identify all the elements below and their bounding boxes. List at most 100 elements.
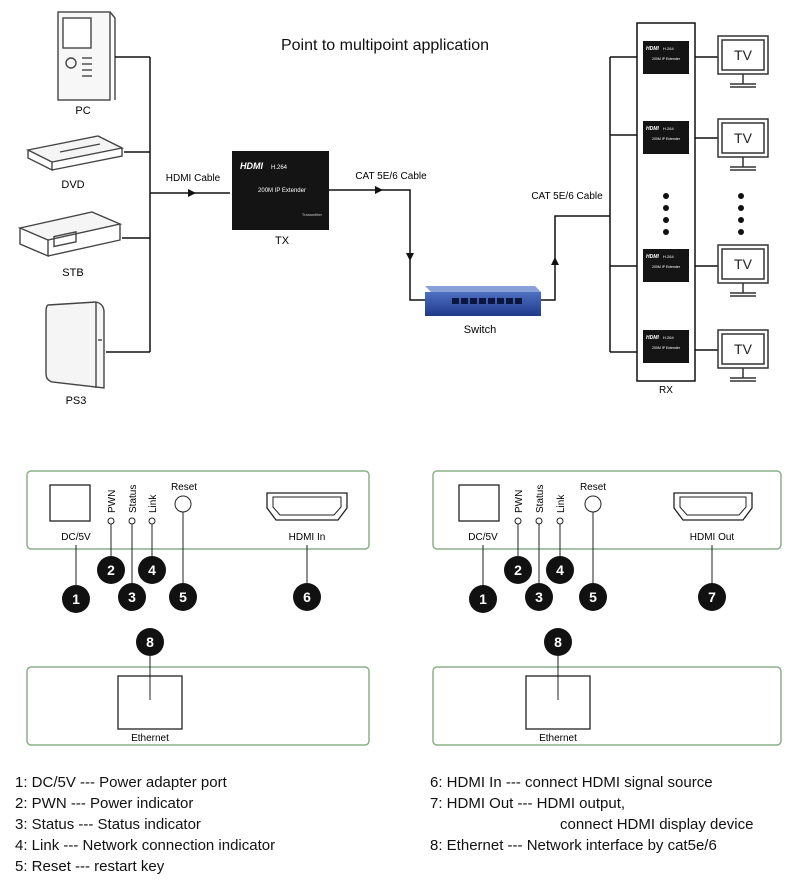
rx-ethernet-label: Ethernet: [539, 733, 577, 744]
svg-text:7: 7: [708, 589, 716, 605]
tx-front-panel: [26, 470, 370, 550]
svg-text:200M IP Extender: 200M IP Extender: [652, 265, 681, 269]
tv-label: TV: [734, 341, 753, 357]
source-label-pc: PC: [75, 105, 90, 117]
source-label-stb: STB: [62, 267, 83, 279]
legend-item: 4: Link --- Network connection indicator: [15, 837, 275, 854]
link-led: [148, 517, 156, 525]
tx-codec: H.264: [271, 165, 288, 171]
dc-port: [458, 484, 500, 522]
switch-label: Switch: [464, 324, 496, 336]
dvd-icon: [25, 135, 125, 172]
source-label-dvd: DVD: [61, 179, 84, 191]
svg-text:HDMI: HDMI: [646, 46, 659, 52]
hdmi-in-port: [266, 492, 348, 521]
legend-right: 6: HDMI In --- connect HDMI signal sourc…: [430, 774, 753, 854]
pwn-led: [514, 517, 522, 525]
link-led: [556, 517, 564, 525]
callout-badge: 1: [469, 585, 497, 613]
pc-icon: [57, 11, 116, 101]
callout-badge: 8: [136, 628, 164, 656]
svg-text:H.264: H.264: [663, 126, 674, 131]
tx-port-dc: DC/5V: [61, 532, 91, 543]
svg-text:200M IP Extender: 200M IP Extender: [652, 57, 681, 61]
rx-port-link: Link: [556, 494, 567, 513]
reset-button: [584, 495, 602, 513]
tv-icon: [717, 329, 769, 382]
cat-rx-label: CAT 5E/6 Cable: [531, 191, 603, 202]
status-led: [128, 517, 136, 525]
tx-rear-panel: [26, 656, 370, 746]
callout-badge: 5: [169, 583, 197, 611]
tx-role: Transmitter: [302, 212, 323, 217]
rx-port-pwn: PWN: [514, 490, 525, 513]
switch-port: [479, 298, 486, 304]
callout-badge: 5: [579, 583, 607, 611]
tv-icon: [717, 118, 769, 171]
callout-badge: 3: [118, 583, 146, 611]
svg-text:H.264: H.264: [663, 46, 674, 51]
svg-text:4: 4: [556, 562, 564, 578]
svg-text:H.264: H.264: [663, 254, 674, 259]
svg-text:3: 3: [535, 589, 543, 605]
rx-rack: [636, 22, 696, 382]
rx-port-hdmi: HDMI Out: [690, 532, 735, 543]
svg-text:2: 2: [514, 562, 522, 578]
callout-badge: 8: [544, 628, 572, 656]
switch-port: [470, 298, 477, 304]
svg-text:5: 5: [179, 589, 187, 605]
svg-text:1: 1: [479, 591, 487, 607]
rx-label: RX: [659, 385, 673, 396]
switch-port: [515, 298, 522, 304]
rx-rear-panel: [432, 656, 782, 746]
rx-unit: HDMI H.264 200M IP Extender: [643, 41, 689, 74]
svg-text:200M IP Extender: 200M IP Extender: [652, 346, 681, 350]
network-switch-icon: [425, 286, 541, 316]
legend-item: 5: Reset --- restart key: [15, 858, 165, 875]
svg-text:HDMI: HDMI: [646, 254, 659, 260]
svg-text:200M IP Extender: 200M IP Extender: [652, 137, 681, 141]
rx-port-status: Status: [535, 485, 546, 513]
switch-port: [488, 298, 495, 304]
diagram-title: Point to multipoint application: [281, 37, 489, 54]
reset-button: [174, 495, 192, 513]
callout-badge: 4: [138, 556, 166, 584]
tx-port-hdmi: HDMI In: [289, 532, 326, 543]
tv-ellipsis: [738, 193, 744, 235]
callout-badge: 2: [504, 556, 532, 584]
svg-text:8: 8: [146, 634, 154, 650]
rx-unit: HDMI H.264 200M IP Extender: [643, 249, 689, 282]
tx-port-link: Link: [148, 494, 159, 513]
legend-item: 3: Status --- Status indicator: [15, 816, 201, 833]
svg-text:HDMI: HDMI: [646, 335, 659, 341]
tv-label: TV: [734, 130, 753, 146]
switch-port: [506, 298, 513, 304]
svg-text:HDMI: HDMI: [646, 126, 659, 132]
callout-badge: 3: [525, 583, 553, 611]
hdmi-cable-label: HDMI Cable: [166, 173, 221, 184]
rx-port-dc: DC/5V: [468, 532, 498, 543]
legend-left: 1: DC/5V --- Power adapter port 2: PWN -…: [15, 774, 275, 875]
tx-ethernet-label: Ethernet: [131, 733, 169, 744]
stb-icon: [17, 211, 123, 258]
status-led: [535, 517, 543, 525]
tx-port-status: Status: [128, 485, 139, 513]
svg-text:2: 2: [107, 562, 115, 578]
rx-port-reset: Reset: [580, 482, 606, 493]
ps3-icon: [45, 301, 105, 389]
switch-port: [461, 298, 468, 304]
legend-item: connect HDMI display device: [560, 816, 753, 833]
rx-bus: [609, 56, 637, 353]
tv-label: TV: [734, 47, 753, 63]
tv-icon: [717, 244, 769, 297]
legend-item: 7: HDMI Out --- HDMI output,: [430, 795, 625, 812]
legend-item: 1: DC/5V --- Power adapter port: [15, 774, 228, 791]
hdmi-out-port: [673, 492, 753, 521]
tv-label: TV: [734, 256, 753, 272]
tx-product: 200M IP Extender: [258, 188, 306, 194]
callout-badge: 1: [62, 585, 90, 613]
rx-unit: HDMI H.264 200M IP Extender: [643, 121, 689, 154]
svg-text:1: 1: [72, 591, 80, 607]
tx-port-reset: Reset: [171, 482, 197, 493]
